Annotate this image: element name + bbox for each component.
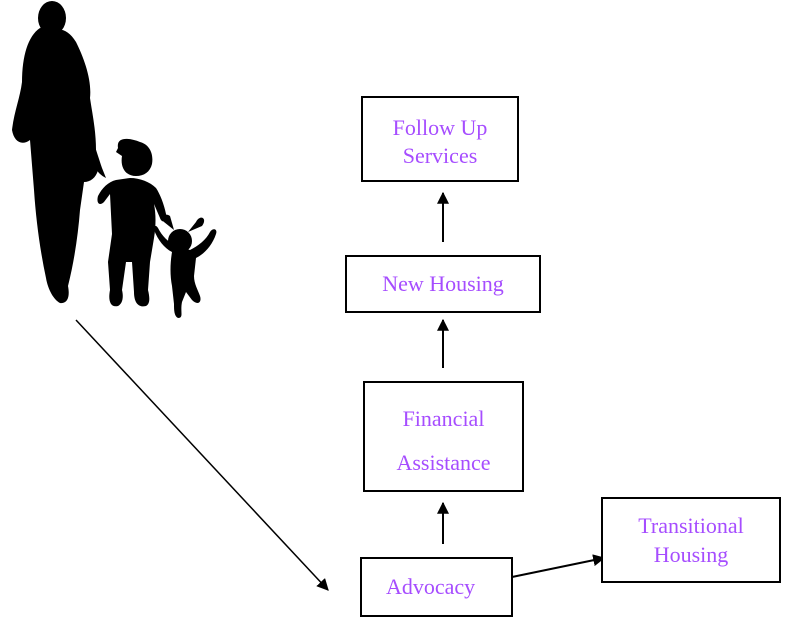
- follow-up-line2: Services: [402, 143, 478, 168]
- girl-silhouette-icon: [153, 214, 217, 318]
- arrow-advocacy-to-transitional: [511, 554, 606, 578]
- transitional-line1: Transitional: [638, 513, 744, 538]
- family-silhouette-icon: [12, 1, 217, 318]
- follow-up-services-box: Follow Up Services: [361, 96, 519, 182]
- transitional-housing-box: Transitional Housing: [601, 497, 781, 583]
- arrow-silhouette-to-advocacy: [75, 319, 329, 591]
- advocacy-box: Advocacy: [360, 557, 513, 617]
- financial-line2: Assistance: [396, 450, 491, 475]
- boy-silhouette-icon: [97, 138, 167, 307]
- financial-line1: Financial: [402, 406, 485, 431]
- new-housing-label: New Housing: [382, 271, 504, 296]
- transitional-line2: Housing: [653, 542, 729, 567]
- financial-assistance-box: Financial Assistance: [363, 381, 524, 492]
- new-housing-box: New Housing: [345, 255, 541, 313]
- follow-up-line1: Follow Up: [392, 115, 488, 140]
- mother-silhouette-icon: [12, 1, 106, 304]
- advocacy-label: Advocacy: [386, 574, 476, 599]
